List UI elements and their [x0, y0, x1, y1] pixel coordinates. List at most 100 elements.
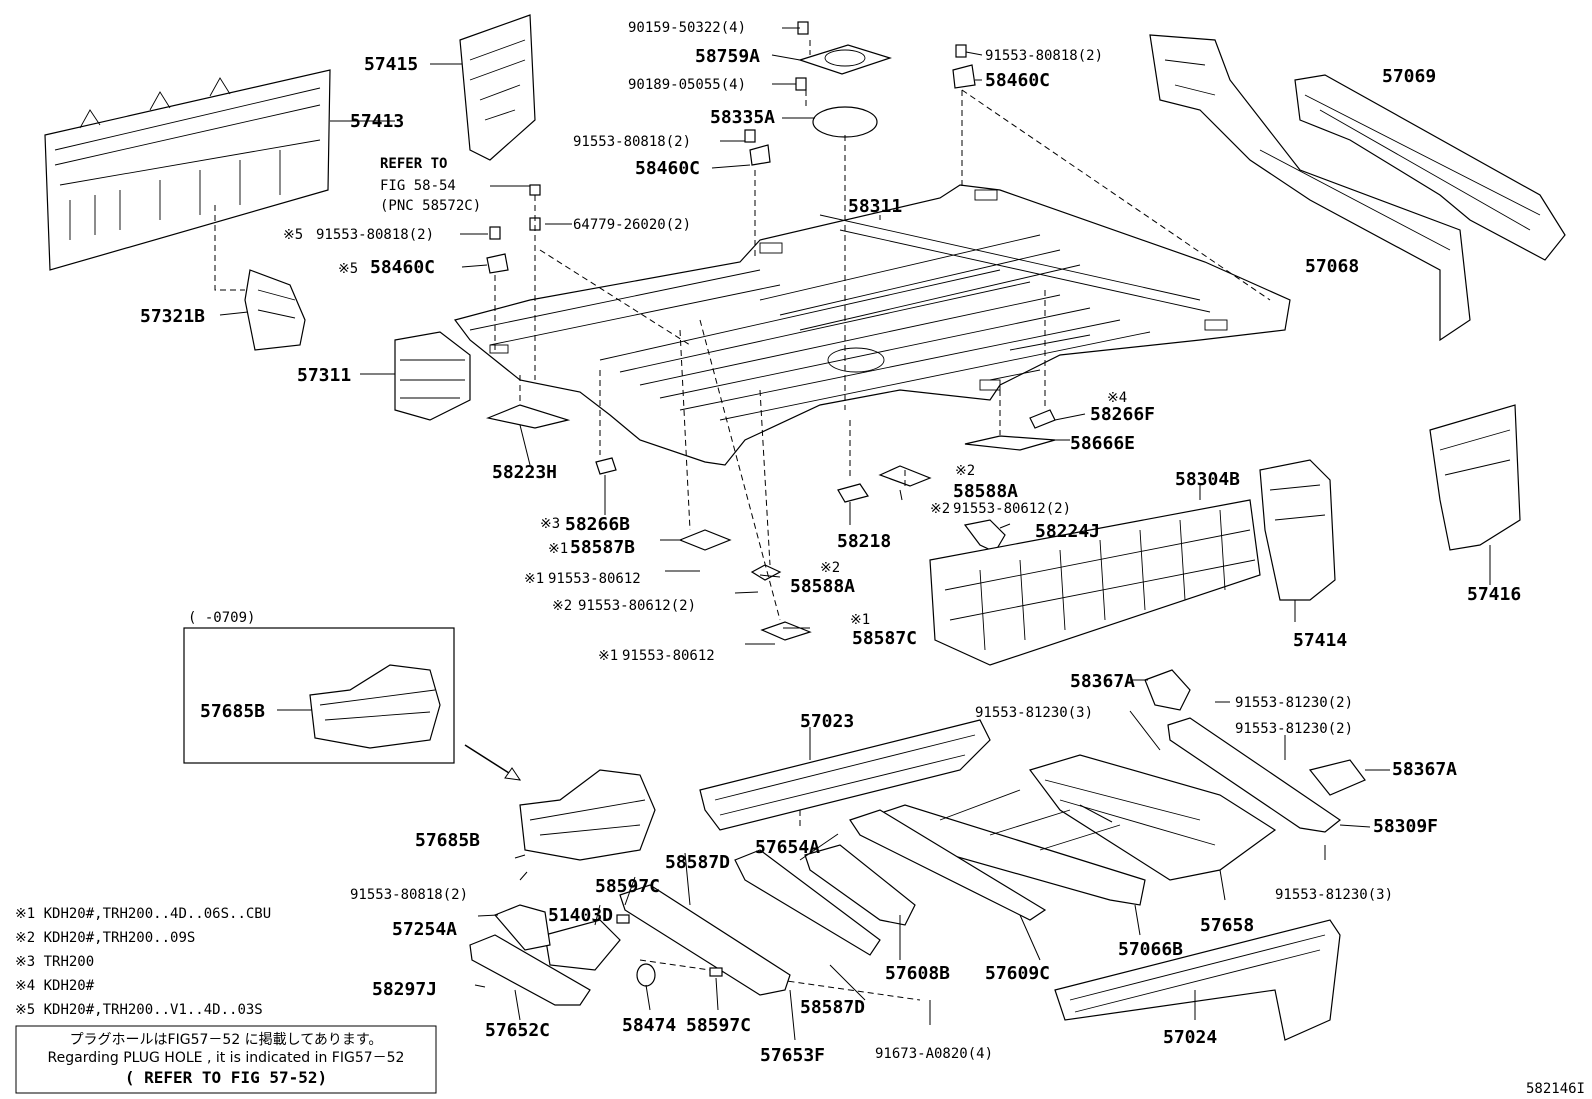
crossmember-57609C — [849, 809, 1047, 921]
mark-1-b: ※1 — [524, 571, 544, 587]
bracket-58666E — [964, 435, 1056, 451]
bracket-58367A-right — [1308, 759, 1366, 796]
label-64779: 64779-26020(2) — [573, 217, 691, 233]
mark-5-a: ※5 — [283, 227, 303, 243]
label-91553-80612-b: 91553-80612(2) — [578, 598, 696, 614]
label-57685B-inset: 57685B — [200, 701, 265, 722]
plate-58587B — [678, 529, 732, 551]
mark-1-d: ※1 — [598, 648, 618, 664]
label-57654A: 57654A — [755, 837, 820, 858]
label-91553-80818-top: 91553-80818(2) — [985, 48, 1103, 64]
bolt-90189 — [795, 77, 807, 91]
label-57069: 57069 — [1382, 66, 1436, 87]
plug-note-jp: プラグホールはFIG57－52 に掲載してあります。 — [70, 1032, 383, 1048]
frame-57023 — [699, 719, 991, 831]
label-pnc-58572C: (PNC 58572C) — [380, 198, 481, 214]
plug-hole-note: プラグホールはFIG57－52 に掲載してあります。 Regarding PLU… — [15, 1025, 437, 1094]
mark-2-c: ※2 — [955, 463, 975, 479]
legend-line-1: ※1 KDH20#,TRH200..4D..06S..CBU — [15, 906, 271, 922]
crossmember-58304B — [929, 499, 1261, 666]
label-91553-80818-c: 91553-80818(2) — [350, 887, 468, 903]
plate-58587C — [760, 621, 812, 641]
condition-legend: ※1 KDH20#,TRH200..4D..06S..CBU ※2 KDH20#… — [15, 906, 271, 1018]
label-58266B: 58266B — [565, 514, 630, 535]
plug-note-refer: ( REFER TO FIG 57-52) — [125, 1068, 327, 1087]
mark-3: ※3 — [540, 516, 560, 532]
frame-57068 — [1149, 34, 1471, 342]
label-58474: 58474 — [622, 1015, 676, 1036]
label-90159: 90159-50322(4) — [628, 20, 746, 36]
bolt-58572C — [529, 184, 541, 196]
label-90189: 90189-05055(4) — [628, 77, 746, 93]
crossmember-57658 — [1029, 754, 1277, 881]
label-58666E: 58666E — [1070, 433, 1135, 454]
label-58759A: 58759A — [695, 46, 760, 67]
frame-57069 — [1294, 74, 1566, 261]
diagram-id: 582146I — [1526, 1081, 1585, 1097]
inset-box — [183, 627, 455, 764]
label-57652C: 57652C — [485, 1020, 550, 1041]
label-57413: 57413 — [350, 111, 404, 132]
mark-4: ※4 — [1107, 390, 1127, 406]
crossmember-57653F — [619, 884, 791, 996]
label-91553-81230-c: 91553-81230(2) — [1235, 721, 1353, 737]
label-58597C-b: 58597C — [686, 1015, 751, 1036]
bracket-58367A-top — [1144, 669, 1191, 711]
member-58309F — [1167, 717, 1342, 833]
mark-2-b: ※2 — [820, 560, 840, 576]
label-57068: 57068 — [1305, 256, 1359, 277]
plate-58588A-lower — [750, 564, 782, 581]
label-57416: 57416 — [1467, 584, 1521, 605]
plate-58759A — [798, 44, 892, 75]
plate-58597C-a — [616, 914, 630, 924]
label-58335A: 58335A — [710, 107, 775, 128]
label-58367A-top: 58367A — [1070, 671, 1135, 692]
label-58309F: 58309F — [1373, 816, 1438, 837]
label-fig-58-54: FIG 58-54 — [380, 178, 456, 194]
label-57321B: 57321B — [140, 306, 205, 327]
label-58460C-top: 58460C — [985, 70, 1050, 91]
label-91553-80818-b: 91553-80818(2) — [316, 227, 434, 243]
panel-57415 — [459, 14, 536, 161]
label-58304B: 58304B — [1175, 469, 1240, 490]
bracket-58266B — [595, 457, 617, 475]
plug-58474 — [636, 963, 656, 987]
label-inset-date: ( -0709) — [188, 610, 255, 626]
mark-1-c: ※1 — [850, 612, 870, 628]
crossmember-57654A — [734, 849, 881, 956]
arrow-to-bracket — [464, 744, 522, 781]
label-58297J: 58297J — [372, 979, 437, 1000]
plate-58597C-b — [709, 967, 723, 977]
bolt-91553-80818-b — [489, 226, 501, 240]
label-91673: 91673-A0820(4) — [875, 1046, 993, 1062]
label-91553-81230-b: 91553-81230(2) — [1235, 695, 1353, 711]
label-57024: 57024 — [1163, 1027, 1217, 1048]
bracket-51403D — [544, 919, 621, 971]
legend-line-2: ※2 KDH20#,TRH200..09S — [15, 930, 195, 946]
label-57415: 57415 — [364, 54, 418, 75]
mark-2-a: ※2 — [552, 598, 572, 614]
label-58587D-b: 58587D — [800, 997, 865, 1018]
bracket-58218 — [837, 483, 869, 503]
label-58588A-lower: 58588A — [790, 576, 855, 597]
bracket-58266F — [1029, 409, 1056, 429]
label-58460C-b: 58460C — [370, 257, 435, 278]
bracket-58223H — [485, 404, 571, 429]
label-57023: 57023 — [800, 711, 854, 732]
label-91553-80818-a: 91553-80818(2) — [573, 134, 691, 150]
label-58597C-a: 58597C — [595, 876, 660, 897]
label-58367A-right: 58367A — [1392, 759, 1457, 780]
label-57609C: 57609C — [985, 963, 1050, 984]
ring-58335A — [812, 106, 878, 138]
pillar-57416 — [1429, 404, 1521, 551]
label-58218: 58218 — [837, 531, 891, 552]
hook-58460C-b — [486, 253, 509, 274]
label-91553-80612-d: 91553-80612(2) — [953, 501, 1071, 517]
pillar-57414 — [1259, 459, 1336, 601]
crossmember-57608B — [804, 844, 916, 926]
label-58224J: 58224J — [1035, 521, 1100, 542]
bracket-57652C — [469, 934, 591, 1006]
label-91553-80612-a: 91553-80612 — [548, 571, 641, 587]
label-58587D-a: 58587D — [665, 852, 730, 873]
